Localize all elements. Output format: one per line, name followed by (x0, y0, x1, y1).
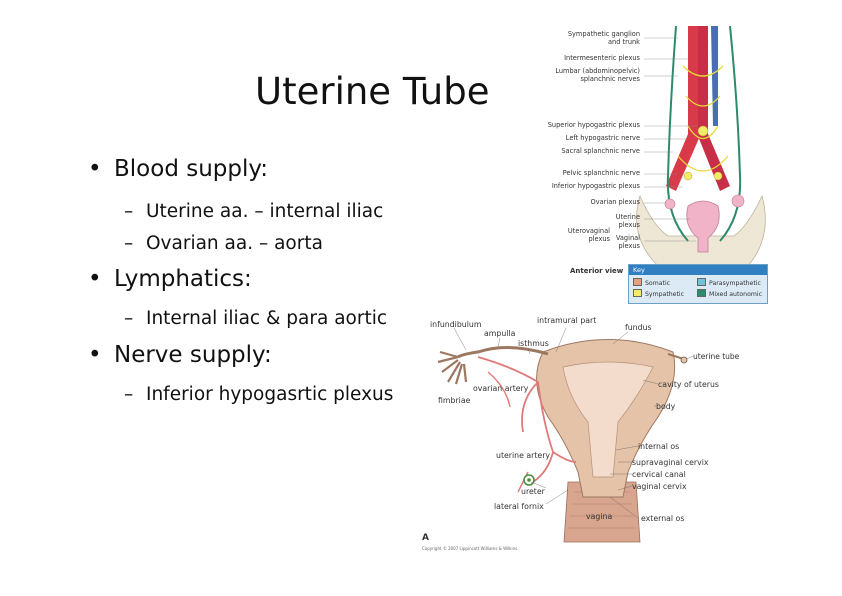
dash: – (124, 384, 134, 405)
key-label: Mixed autonomic (709, 291, 763, 298)
key-item: Mixed autonomic (697, 289, 762, 298)
bullet-dot: • (88, 342, 102, 368)
label-inferior-hypogastric-plexus: Inferior hypogastric plexus (551, 182, 640, 190)
label-and-trunk: and trunk (608, 38, 640, 46)
dash: – (124, 308, 134, 329)
key-item: Somatic (633, 278, 670, 287)
label-uterine-plexus: plexus (618, 221, 640, 229)
label-ureter: ureter (521, 487, 545, 496)
key-legend: Key Somatic Parasympathetic Sympathetic … (628, 264, 768, 304)
sub-bullet-text: Uterine aa. – internal iliac (146, 201, 384, 222)
key-item: Parasympathetic (697, 278, 761, 287)
sub-bullet: –Uterine aa. – internal iliac (124, 201, 383, 222)
label-superior-hypogastric-plexus: Superior hypogastric plexus (547, 121, 640, 129)
label-anterior-view: Anterior view (570, 267, 624, 275)
label-uterovaginal: Uterovaginal (567, 227, 610, 235)
label-fundus: fundus (625, 323, 652, 332)
label-vaginal-plexus: plexus (618, 242, 640, 250)
sub-bullet: –Ovarian aa. – aorta (124, 233, 323, 254)
label-isthmus: isthmus (518, 339, 549, 348)
label-pelvic-splanchnic-nerve: Pelvic splanchnic nerve (562, 169, 640, 177)
label-lumbar-splanchnic: Lumbar (abdominopelvic) (555, 67, 640, 75)
sub-bullet-text: Inferior hypogasrtic plexus (146, 384, 394, 405)
label-internal-os: internal os (638, 442, 680, 451)
key-label: Parasympathetic (709, 280, 761, 287)
label-left-hypogastric-nerve: Left hypogastric nerve (565, 134, 640, 142)
label-intermesenteric-plexus: Intermesenteric plexus (564, 54, 640, 62)
bullet-label: Nerve supply: (114, 342, 272, 368)
label-ampulla: ampulla (484, 329, 516, 338)
bullet-dot: • (88, 266, 102, 292)
label-ovarian-plexus: Ovarian plexus (590, 198, 640, 206)
key-swatch (633, 289, 642, 297)
bullet-label: Lymphatics: (114, 266, 252, 292)
label-vaginal-cervix: vaginal cervix (632, 482, 687, 491)
sub-bullet: –Inferior hypogasrtic plexus (124, 384, 393, 405)
label-splanchnic-nerves: splanchnic nerves (580, 75, 640, 83)
nerve-anatomy-illustration (636, 26, 766, 267)
key-item: Sympathetic (633, 289, 684, 298)
bullet-nerve-supply: • Nerve supply: (88, 342, 272, 368)
label-ovarian-artery: ovarian artery (473, 384, 529, 393)
copyright-text: Copyright © 2007 Lippincott Williams & W… (422, 546, 519, 551)
label-uterovaginal-plexus: plexus (588, 235, 610, 243)
label-sacral-splanchnic-nerve: Sacral splanchnic nerve (561, 147, 640, 155)
key-label: Somatic (645, 280, 671, 287)
label-fimbriae: fimbriae (438, 396, 471, 405)
panel-letter: A (422, 533, 429, 543)
nerve-anatomy-figure: Sympathetic ganglion and trunk Intermese… (548, 26, 770, 308)
key-swatch (697, 289, 706, 297)
label-sympathetic-ganglion: Sympathetic ganglion (567, 30, 640, 38)
label-body: body (656, 402, 676, 411)
dash: – (124, 201, 134, 222)
label-intramural-part: intramural part (537, 316, 597, 325)
bullet-label: Blood supply: (114, 156, 269, 182)
bullet-lymphatics: • Lymphatics: (88, 266, 252, 292)
label-external-os: external os (641, 514, 685, 523)
bullet-dot: • (88, 156, 102, 182)
dash: – (124, 233, 134, 254)
label-vagina: vagina (586, 512, 613, 521)
label-lateral-fornix: lateral fornix (494, 502, 544, 511)
label-vaginal: Vaginal (615, 234, 640, 242)
label-cavity-of-uterus: cavity of uterus (658, 380, 719, 389)
sub-bullet-text: Ovarian aa. – aorta (146, 233, 323, 254)
bullet-blood-supply: • Blood supply: (88, 156, 268, 182)
key-swatch (633, 278, 642, 286)
label-uterine-tube: uterine tube (693, 352, 740, 361)
label-uterine: Uterine (615, 213, 640, 221)
sub-bullet-text: Internal iliac & para aortic (146, 308, 388, 329)
key-title: Key (629, 265, 767, 275)
sub-bullet: –Internal iliac & para aortic (124, 308, 387, 329)
uterus-anatomy-figure: infundibulum ampulla isthmus intramural … (418, 312, 739, 556)
uterus-illustration (437, 327, 694, 543)
label-cervical-canal: cervical canal (632, 470, 686, 479)
label-infundibulum: infundibulum (430, 320, 482, 329)
label-supravaginal-cervix: supravaginal cervix (632, 458, 709, 467)
label-uterine-artery: uterine artery (496, 451, 551, 460)
key-label: Sympathetic (645, 291, 685, 298)
slide-title: Uterine Tube (255, 70, 490, 113)
key-swatch (697, 278, 706, 286)
